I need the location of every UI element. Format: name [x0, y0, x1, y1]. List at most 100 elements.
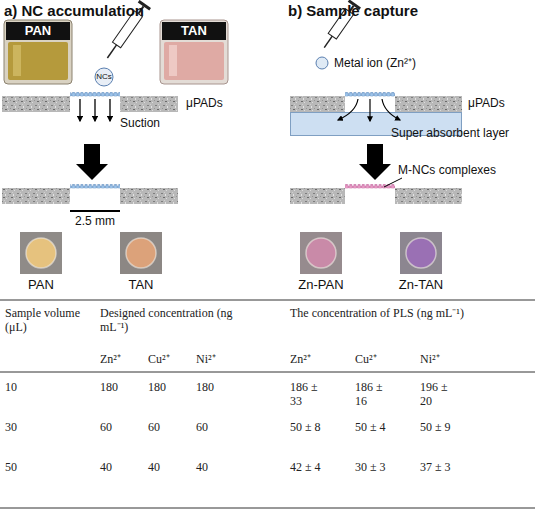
paper-device: μPADs	[290, 96, 462, 112]
table-header: Sample volume (μL)	[5, 306, 95, 335]
panel-title: a) NC accumulation	[4, 2, 144, 20]
flow-arrow	[382, 99, 400, 120]
table-rule	[0, 508, 535, 509]
table-rule	[0, 300, 535, 301]
table-rule	[0, 372, 535, 373]
photo-art	[300, 232, 342, 274]
vial-label: PAN	[6, 22, 70, 40]
paper-strip	[2, 188, 178, 204]
photo-art	[20, 232, 62, 274]
table-header: Zn²⁺	[100, 352, 121, 366]
table-cell: 30 ± 3	[355, 460, 397, 474]
table-cell: 196 ± 20	[420, 380, 462, 409]
vial-glass	[4, 20, 72, 84]
table-header: The concentration of PLS (ng mL⁻¹)	[290, 306, 464, 320]
paper-strip	[2, 96, 178, 112]
paper-device: μPADs	[2, 96, 178, 112]
table-header: Ni²⁺	[196, 352, 216, 366]
table-cell: 40	[196, 460, 208, 474]
photo-caption: Zn-TAN	[399, 277, 444, 292]
vial-label: TAN	[162, 22, 226, 40]
absorbent-layer: Super absorbent layer	[290, 112, 462, 136]
color-spot	[26, 238, 56, 268]
detection-zone	[70, 96, 120, 112]
flow-arrow	[369, 99, 370, 121]
vial-label-text: TAN	[162, 22, 226, 40]
vial-highlight	[13, 45, 21, 76]
table-cell: 186 ± 33	[290, 380, 332, 409]
tan-vial	[160, 20, 228, 84]
suction-arrow	[79, 99, 80, 121]
table-cell: 180	[148, 380, 166, 394]
color-spot	[306, 238, 336, 268]
table-cell: 40	[148, 460, 160, 474]
syringe-needle	[107, 45, 116, 58]
photo-caption: TAN	[128, 277, 153, 292]
part-label: μPADs	[186, 96, 223, 110]
part-label: μPADs	[468, 96, 505, 110]
table-header: Cu²⁺	[148, 352, 170, 366]
photo-panel: PAN	[20, 232, 62, 274]
suction-arrow	[94, 99, 95, 121]
panel-title: b) Sample capture	[288, 2, 418, 20]
table-cell: 60	[196, 420, 208, 434]
color-spot	[406, 238, 436, 268]
table-cell: 50	[5, 460, 17, 474]
table-cell: 60	[100, 420, 112, 434]
callout-label: Metal ion (Zn²⁺)	[334, 56, 416, 70]
table-cell: 30	[5, 420, 17, 434]
detection-zone	[345, 188, 395, 204]
vial-liquid	[164, 42, 224, 80]
table-cell: 40	[100, 460, 112, 474]
table-cell: 10	[5, 380, 17, 394]
table-cell: 186 ± 16	[355, 380, 397, 409]
photo-art	[120, 232, 162, 274]
table-cell: 60	[148, 420, 160, 434]
color-spot	[126, 238, 156, 268]
photo-caption: Zn-PAN	[298, 277, 343, 292]
table-cell: 180	[100, 380, 118, 394]
syringe-needle	[324, 36, 332, 47]
photo-art	[400, 232, 442, 274]
vial-glass	[160, 20, 228, 84]
part-label: Super absorbent layer	[391, 126, 509, 140]
vial-highlight	[169, 45, 177, 76]
strip-art	[290, 96, 462, 112]
nc-dots	[345, 92, 395, 96]
vial-label-text: PAN	[6, 22, 70, 40]
table-cell: 50 ± 8	[290, 420, 332, 434]
table-cell: 180	[196, 380, 214, 394]
pan-vial	[4, 20, 72, 84]
table-cell: 37 ± 3	[420, 460, 462, 474]
nc-drop	[95, 68, 113, 86]
suction-arrow	[109, 99, 110, 121]
table-cell: 42 ± 4	[290, 460, 332, 474]
nc-dots	[70, 184, 120, 188]
paper-strip	[290, 96, 462, 112]
process-arrow	[359, 144, 391, 180]
table-cell: 50 ± 9	[420, 420, 462, 434]
vial-liquid	[8, 42, 68, 80]
drop-label: NCs	[96, 72, 112, 82]
paper-strip	[290, 188, 462, 204]
detection-zone	[70, 188, 120, 204]
table-header: Ni²⁺	[420, 352, 440, 366]
table-cell: 50 ± 4	[355, 420, 397, 434]
table-header: Cu²⁺	[355, 352, 377, 366]
detection-zone	[345, 96, 395, 112]
photo-panel: Zn-TAN	[400, 232, 442, 274]
photo-panel: Zn-PAN	[300, 232, 342, 274]
callout-label: M-NCs complexes	[398, 163, 496, 177]
nc-dots	[70, 92, 120, 96]
callout-label: Suction	[120, 116, 160, 130]
complex-dots	[345, 184, 395, 188]
flow-arrow	[338, 99, 358, 120]
scale-bar	[70, 210, 120, 212]
table-header: Designed concentration (ng mL⁻¹)	[100, 306, 250, 335]
strip-art	[2, 96, 178, 112]
photo-panel: TAN	[120, 232, 162, 274]
